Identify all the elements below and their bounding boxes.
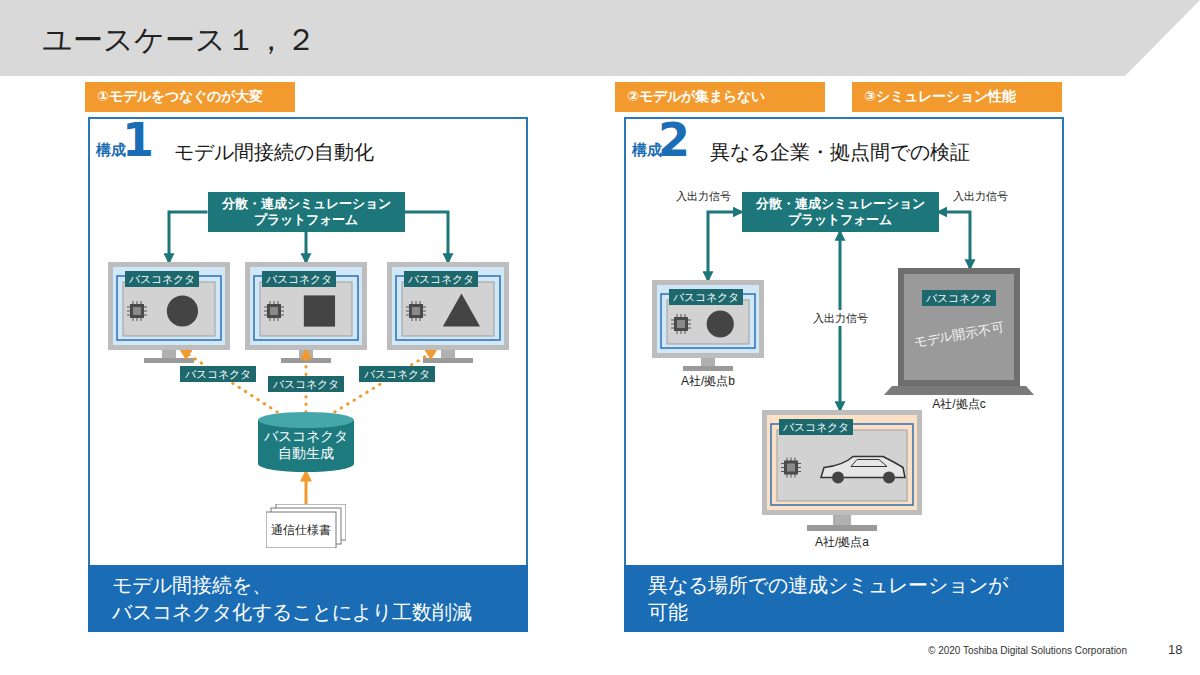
issue-tag: ②モデルが集まらない (615, 82, 825, 112)
site-monitor-hidden: バスコネクタモデル開示不可A社/拠点c (898, 268, 1020, 386)
bus-connector-label: バスコネクタ (268, 376, 344, 392)
summary-text: モデル間接続を、 バスコネクタ化することにより工数削減 (112, 572, 472, 626)
platform-box: 分散・連成シミュレーション プラットフォーム (208, 192, 405, 232)
spec-text: 通信仕様書 (266, 512, 336, 548)
platform-text: 分散・連成シミュレーション プラットフォーム (756, 196, 925, 229)
config-number: 1 (122, 115, 154, 166)
signal-arrow (939, 212, 970, 268)
site-monitor: バスコネクタA社/拠点a (762, 410, 922, 515)
title-band (0, 0, 1200, 76)
signal-label: 入出力信号 (810, 310, 871, 326)
signal-arrow (305, 472, 308, 504)
disclosure-note: モデル開示不可 (913, 318, 1006, 352)
slide-title: ユースケース１，２ (42, 20, 316, 61)
page-number: 18 (1168, 642, 1182, 657)
model-monitor: バスコネクタ (387, 262, 509, 350)
site-label: A社/拠点a (815, 534, 869, 551)
config-title: 異なる企業・拠点間での検証 (710, 139, 970, 166)
summary-band: モデル間接続を、 バスコネクタ化することにより工数削減 (88, 565, 528, 632)
config-word: 構成 (632, 141, 662, 160)
site-label: A社/拠点c (932, 396, 985, 413)
generated-connector-arrow (335, 350, 436, 412)
generator-cylinder: バスコネクタ 自動生成 (258, 412, 354, 472)
platform-text: 分散・連成シミュレーション プラットフォーム (222, 196, 391, 229)
config-title: モデル間接続の自動化 (174, 139, 374, 166)
signal-arrow (708, 212, 742, 280)
issue-tag-text: ②モデルが集まらない (627, 88, 765, 106)
signal-label: 入出力信号 (950, 188, 1011, 204)
site-label: A社/拠点b (681, 373, 735, 390)
config-panel: 分散・連成シミュレーション プラットフォームバスコネクタバスコネクタバスコネクタ… (88, 117, 528, 632)
bus-connector-tag: バスコネクタ (669, 289, 743, 305)
bus-connector-label: バスコネクタ (180, 366, 256, 382)
bus-connector-tag: バスコネクタ (779, 419, 853, 435)
model-monitor: バスコネクタ (245, 262, 367, 350)
issue-tag: ①モデルをつなぐのが大変 (85, 82, 295, 112)
spec-document: 通信仕様書 (266, 504, 346, 548)
site-monitor: バスコネクタA社/拠点b (652, 280, 764, 358)
issue-tag: ③シミュレーション性能 (852, 82, 1062, 112)
copyright-note: © 2020 Toshiba Digital Solutions Corpora… (928, 645, 1127, 656)
generator-text: バスコネクタ 自動生成 (264, 428, 348, 472)
issue-tag-text: ③シミュレーション性能 (864, 88, 1016, 106)
signal-arrow (405, 212, 449, 262)
summary-band: 異なる場所での連成シミュレーションが 可能 (624, 565, 1064, 632)
platform-box: 分散・連成シミュレーション プラットフォーム (742, 192, 939, 232)
bus-connector-tag: バスコネクタ (404, 271, 478, 287)
model-monitor: バスコネクタ (108, 262, 230, 350)
summary-text: 異なる場所での連成シミュレーションが 可能 (648, 572, 1008, 626)
config-word: 構成 (96, 141, 126, 160)
issue-tag-text: ①モデルをつなぐのが大変 (97, 88, 263, 106)
bus-connector-tag: バスコネクタ (262, 271, 336, 287)
bus-connector-label: バスコネクタ (359, 366, 435, 382)
signal-label: 入出力信号 (673, 188, 734, 204)
bus-connector-tag: バスコネクタ (922, 290, 996, 306)
config-number: 2 (658, 115, 690, 166)
signal-arrow (169, 212, 208, 262)
signal-arrow (305, 232, 308, 262)
bus-connector-tag: バスコネクタ (125, 271, 199, 287)
